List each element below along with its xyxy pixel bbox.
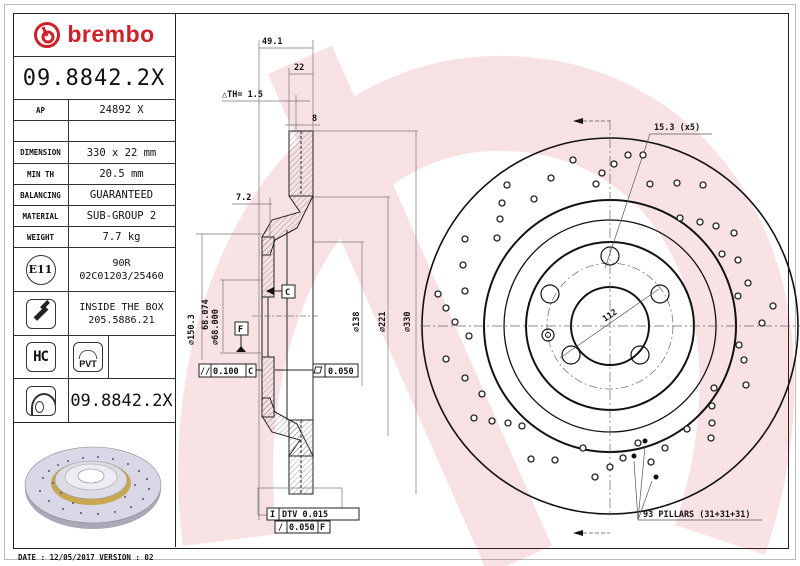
svg-text:C: C [248, 367, 253, 377]
svg-text:I: I [270, 510, 275, 520]
disc-profile-icon [25, 385, 56, 416]
part-number-row: 09.8842.2X [13, 57, 175, 100]
spec-row-empty [13, 121, 175, 142]
parallelism-tolerance: // 0.100 C [198, 363, 262, 378]
svg-text:0.050: 0.050 [289, 523, 315, 533]
flatness-tolerance: 0.050 [275, 363, 359, 378]
dim-d221: ⌀221 [378, 312, 388, 332]
svg-text:/: / [278, 523, 283, 533]
spec-row-ap: AP 24892 X [13, 100, 175, 121]
hc-icon: HC [25, 342, 56, 372]
dim-hub-min: ⌀68.000 [211, 309, 221, 345]
info-panel: brembo 09.8842.2X AP 24892 X DIMENSION 3… [13, 13, 176, 547]
spec-row-balancing: BALANCING GUARANTEED [13, 185, 175, 206]
spec-row-min-th: MIN TH 20.5 mm [13, 164, 175, 185]
disc-render-image [13, 423, 175, 547]
spec-row-material: MATERIAL SUB-GROUP 2 [13, 206, 175, 227]
dim-overall-width: 49.1 [262, 37, 282, 47]
pvt-icon: PVT [73, 342, 103, 372]
footer-date-version: DATE : 12/05/2017 VERSION : 02 [18, 553, 154, 562]
svg-text:0.050: 0.050 [328, 367, 354, 377]
screw-icon [25, 298, 56, 329]
spec-row-dimension: DIMENSION 330 x 22 mm [13, 142, 175, 164]
svg-text:0.100: 0.100 [213, 367, 239, 377]
dim-delta-th: △TH= 1.5 [222, 90, 263, 100]
svg-text://: // [200, 367, 210, 377]
dim-pcd: 112 [601, 307, 619, 324]
dim-vent-gap: 8 [312, 114, 317, 124]
brand-row: brembo [13, 13, 175, 57]
brand-name: brembo [67, 21, 155, 47]
spec-row-weight: WEIGHT 7.7 kg [13, 227, 175, 248]
dim-thickness: 22 [294, 63, 304, 73]
datum-f: F [238, 325, 243, 335]
drilled-holes [434, 151, 777, 481]
dim-bolt-holes: 15.3 (x5) [654, 123, 700, 133]
kit-row: 09.8842.2X [13, 379, 175, 423]
dim-d150: ⌀150.3 [187, 314, 197, 345]
dtv-runout-tolerance: I DTV 0.015 / 0.050 F [257, 487, 360, 534]
svg-text:DTV 0.015: DTV 0.015 [282, 510, 328, 520]
part-number: 09.8842.2X [22, 65, 166, 91]
pillars-marks [631, 438, 659, 480]
kit-part-number: 09.8842.2X [70, 390, 173, 411]
badges-row: HC PVT [13, 336, 175, 379]
dim-d138: ⌀138 [352, 312, 362, 332]
e11-icon: E11 [25, 254, 56, 285]
pillars-label: 93 PILLARS (31+31+31) [643, 510, 750, 520]
svg-text:F: F [320, 523, 325, 533]
brembo-logo-icon [34, 21, 61, 48]
drawing-sheet [13, 13, 789, 549]
dim-hub-max: 68.074 [201, 299, 211, 330]
dim-d330: ⌀330 [403, 312, 413, 332]
dim-hat-offset: 7.2 [236, 193, 251, 203]
outer-frame [4, 4, 796, 560]
datum-c: C [285, 288, 290, 298]
